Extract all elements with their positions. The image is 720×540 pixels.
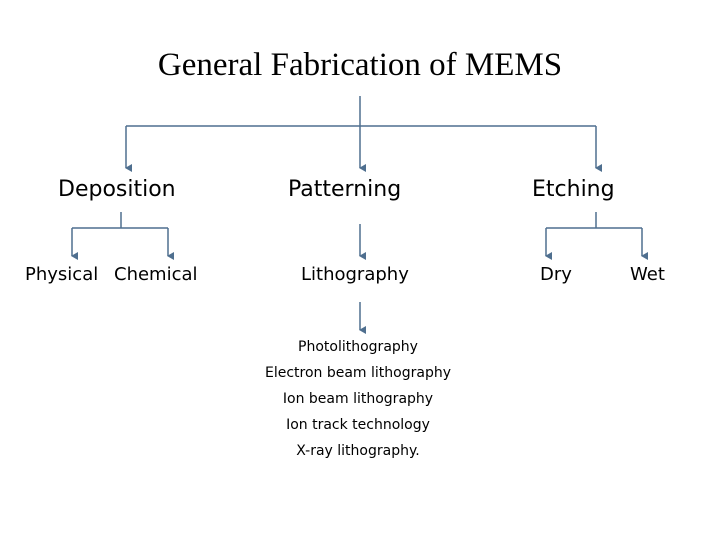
node-deposition: Deposition [58,177,176,202]
method-item: Electron beam lithography [264,365,451,381]
node-etching: Etching [532,177,615,202]
method-item: Ion track technology [286,417,430,433]
node-patterning: Patterning [288,177,402,202]
lithography-methods-list: Photolithography Electron beam lithograp… [208,334,508,464]
node-chemical: Chemical [114,264,198,285]
method-item: Ion beam lithography [282,391,434,407]
node-physical: Physical [25,264,99,285]
node-lithography: Lithography [301,264,409,285]
diagram-title: General Fabrication of MEMS [157,47,563,83]
node-wet: Wet [630,264,665,285]
method-item: Photolithography [298,339,418,355]
method-item: X-ray lithography. [296,443,420,459]
node-dry: Dry [540,264,572,285]
